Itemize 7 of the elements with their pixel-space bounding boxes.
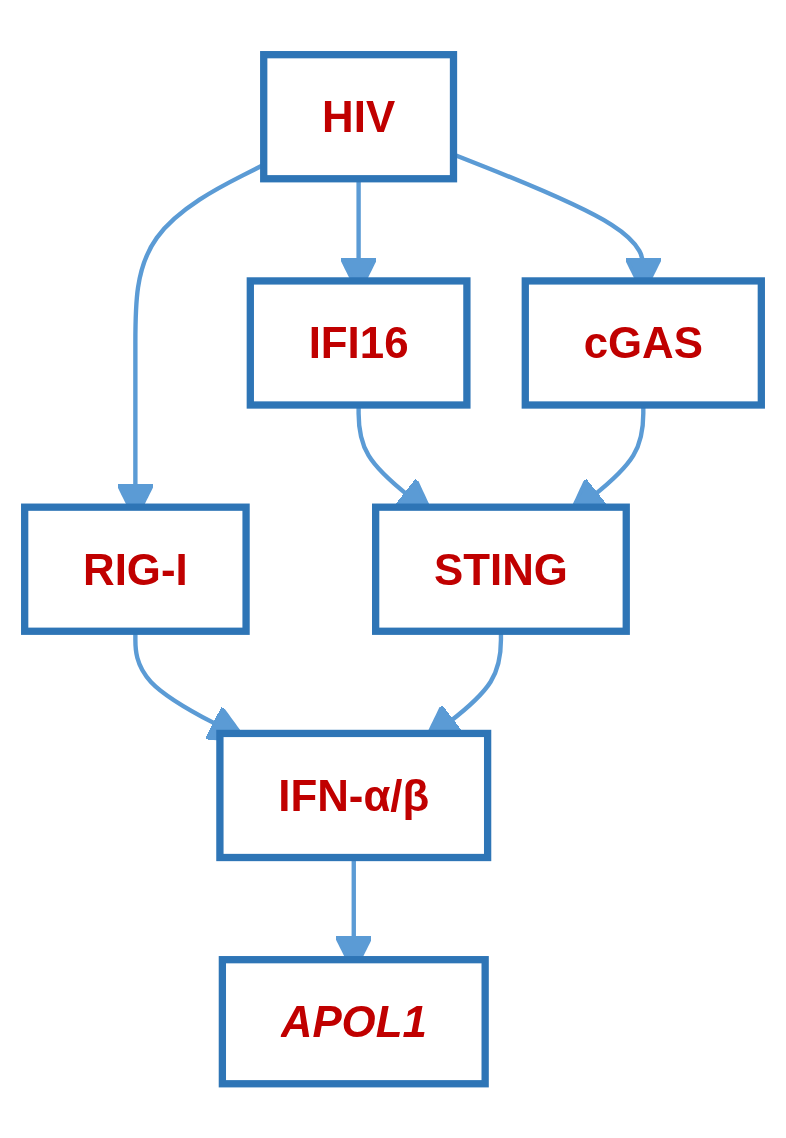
node-box: APOL1 [218,955,489,1088]
node-box: STING [372,503,630,635]
node-box: cGAS [521,277,765,409]
node-box: IFN-α/β [216,729,492,861]
node-box: IFI16 [246,277,471,409]
node-box: RIG-I [21,503,250,635]
node-box: HIV [260,50,458,183]
